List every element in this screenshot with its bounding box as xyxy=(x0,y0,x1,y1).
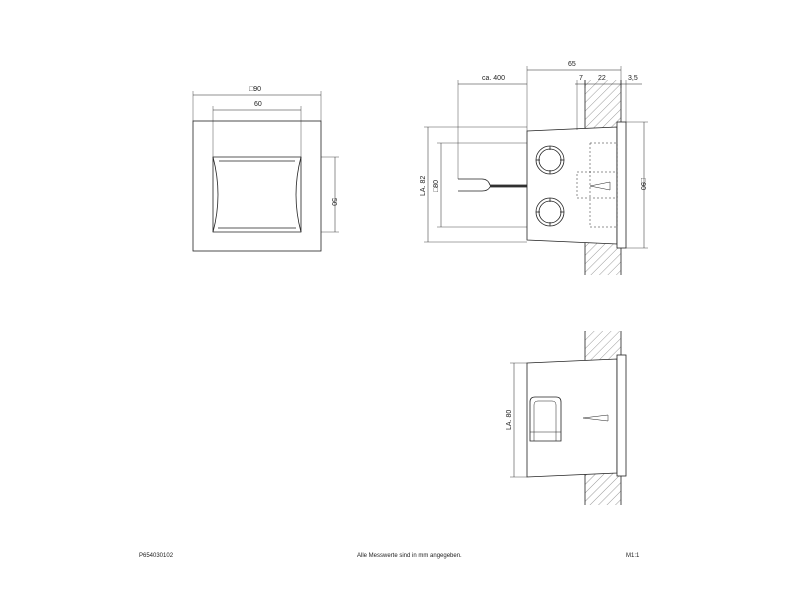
light-opening xyxy=(212,156,302,233)
housing-box xyxy=(526,126,618,245)
cable-entry-inner xyxy=(533,400,557,441)
dim-plate-thickness-label: 3,5 xyxy=(628,75,638,82)
dim-la80-label: LA. 80 xyxy=(506,410,513,430)
dim-depth-label: 65 xyxy=(568,61,576,68)
dim-la82-label: LA. 82 xyxy=(420,176,427,196)
dim-wall-thickness-label: 22 xyxy=(598,75,606,82)
scale-label: M1:1 xyxy=(626,553,640,559)
front-plate-outline xyxy=(192,120,322,252)
knockout-upper xyxy=(535,145,565,175)
led-wedge xyxy=(589,181,611,191)
dim-front-inner-label: 60 xyxy=(254,101,262,108)
dim-front-outer-label: □90 xyxy=(249,86,261,93)
opening-curve-left xyxy=(212,156,219,233)
dim-cable-label: ca. 400 xyxy=(482,75,505,82)
bottom-section-view xyxy=(510,331,627,505)
led-wedge-section xyxy=(582,414,609,422)
dim-plate90-label: □90 xyxy=(639,178,646,190)
opening-curve-right xyxy=(295,156,302,233)
dim-front-height-label: 50 xyxy=(330,198,337,206)
housing-box-section xyxy=(526,358,618,478)
front-plate-section xyxy=(616,354,627,477)
front-view xyxy=(192,91,339,252)
dim-wall-offset-label: 7 xyxy=(579,75,583,82)
article-code: P654030102 xyxy=(139,553,174,559)
side-section-view xyxy=(424,66,648,275)
hidden-outline-led xyxy=(576,171,618,199)
cable-wire-upper xyxy=(458,178,527,186)
front-plate-side xyxy=(616,121,627,249)
dim-box80-label: □80 xyxy=(433,180,440,192)
cable-wire-lower xyxy=(458,186,527,192)
measurement-note: Alle Messwerte sind in mm angegeben. xyxy=(357,553,462,559)
cable-entry-outline xyxy=(529,396,562,442)
knockout-lower xyxy=(535,197,565,227)
